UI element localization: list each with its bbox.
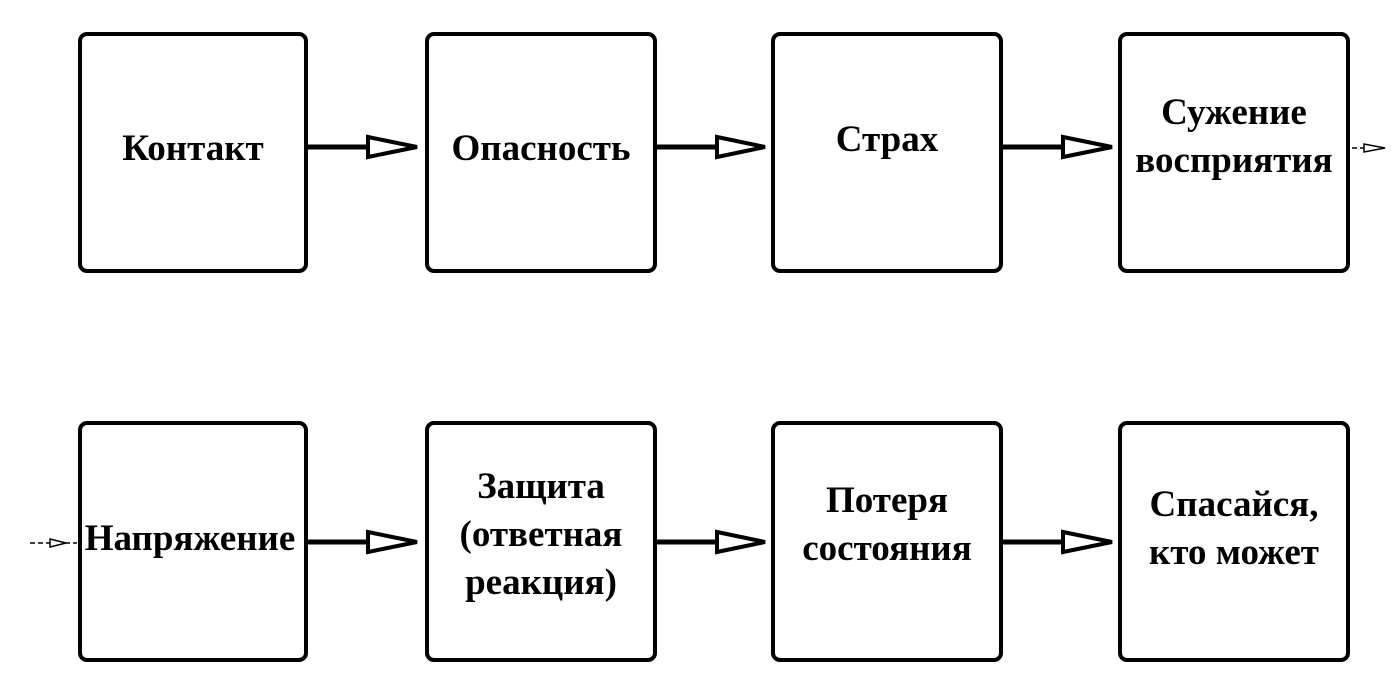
node-label: Защита (ответная реакция)	[459, 466, 623, 603]
node-kontakt: Контакт	[78, 32, 308, 273]
arrow-zashchita-to-poterya	[657, 529, 766, 555]
arrow-strakh-to-suzhenie	[1003, 134, 1113, 160]
node-poterya-sostoyaniya: Потеря состояния	[771, 421, 1003, 662]
arrow-napryazhenie-to-zashchita	[308, 529, 418, 555]
node-strakh: Страх	[771, 32, 1003, 273]
node-label: Напряжение	[84, 518, 296, 559]
node-zashchita: Защита (ответная реакция)	[425, 421, 657, 662]
arrow-poterya-to-spasaysya	[1003, 529, 1113, 555]
node-suzhenie-vospriyatiya: Сужение восприятия	[1118, 32, 1350, 273]
arrow-kontakt-to-opasnost	[308, 134, 418, 160]
node-label: Опасность	[451, 127, 631, 169]
node-spasaysya: Спасайся, кто может	[1118, 421, 1350, 662]
arrow-opasnost-to-strakh	[657, 134, 766, 160]
node-label: Контакт	[122, 127, 264, 169]
node-napryazhenie: Напряжение	[78, 421, 308, 662]
continuation-arrow-out	[1352, 143, 1386, 153]
node-opasnost: Опасность	[425, 32, 657, 273]
node-label: Сужение восприятия	[1135, 91, 1333, 181]
node-label: Спасайся, кто может	[1149, 483, 1319, 573]
node-label: Страх	[835, 118, 939, 160]
continuation-arrow-in	[30, 538, 78, 548]
node-label: Потеря состояния	[802, 480, 972, 569]
